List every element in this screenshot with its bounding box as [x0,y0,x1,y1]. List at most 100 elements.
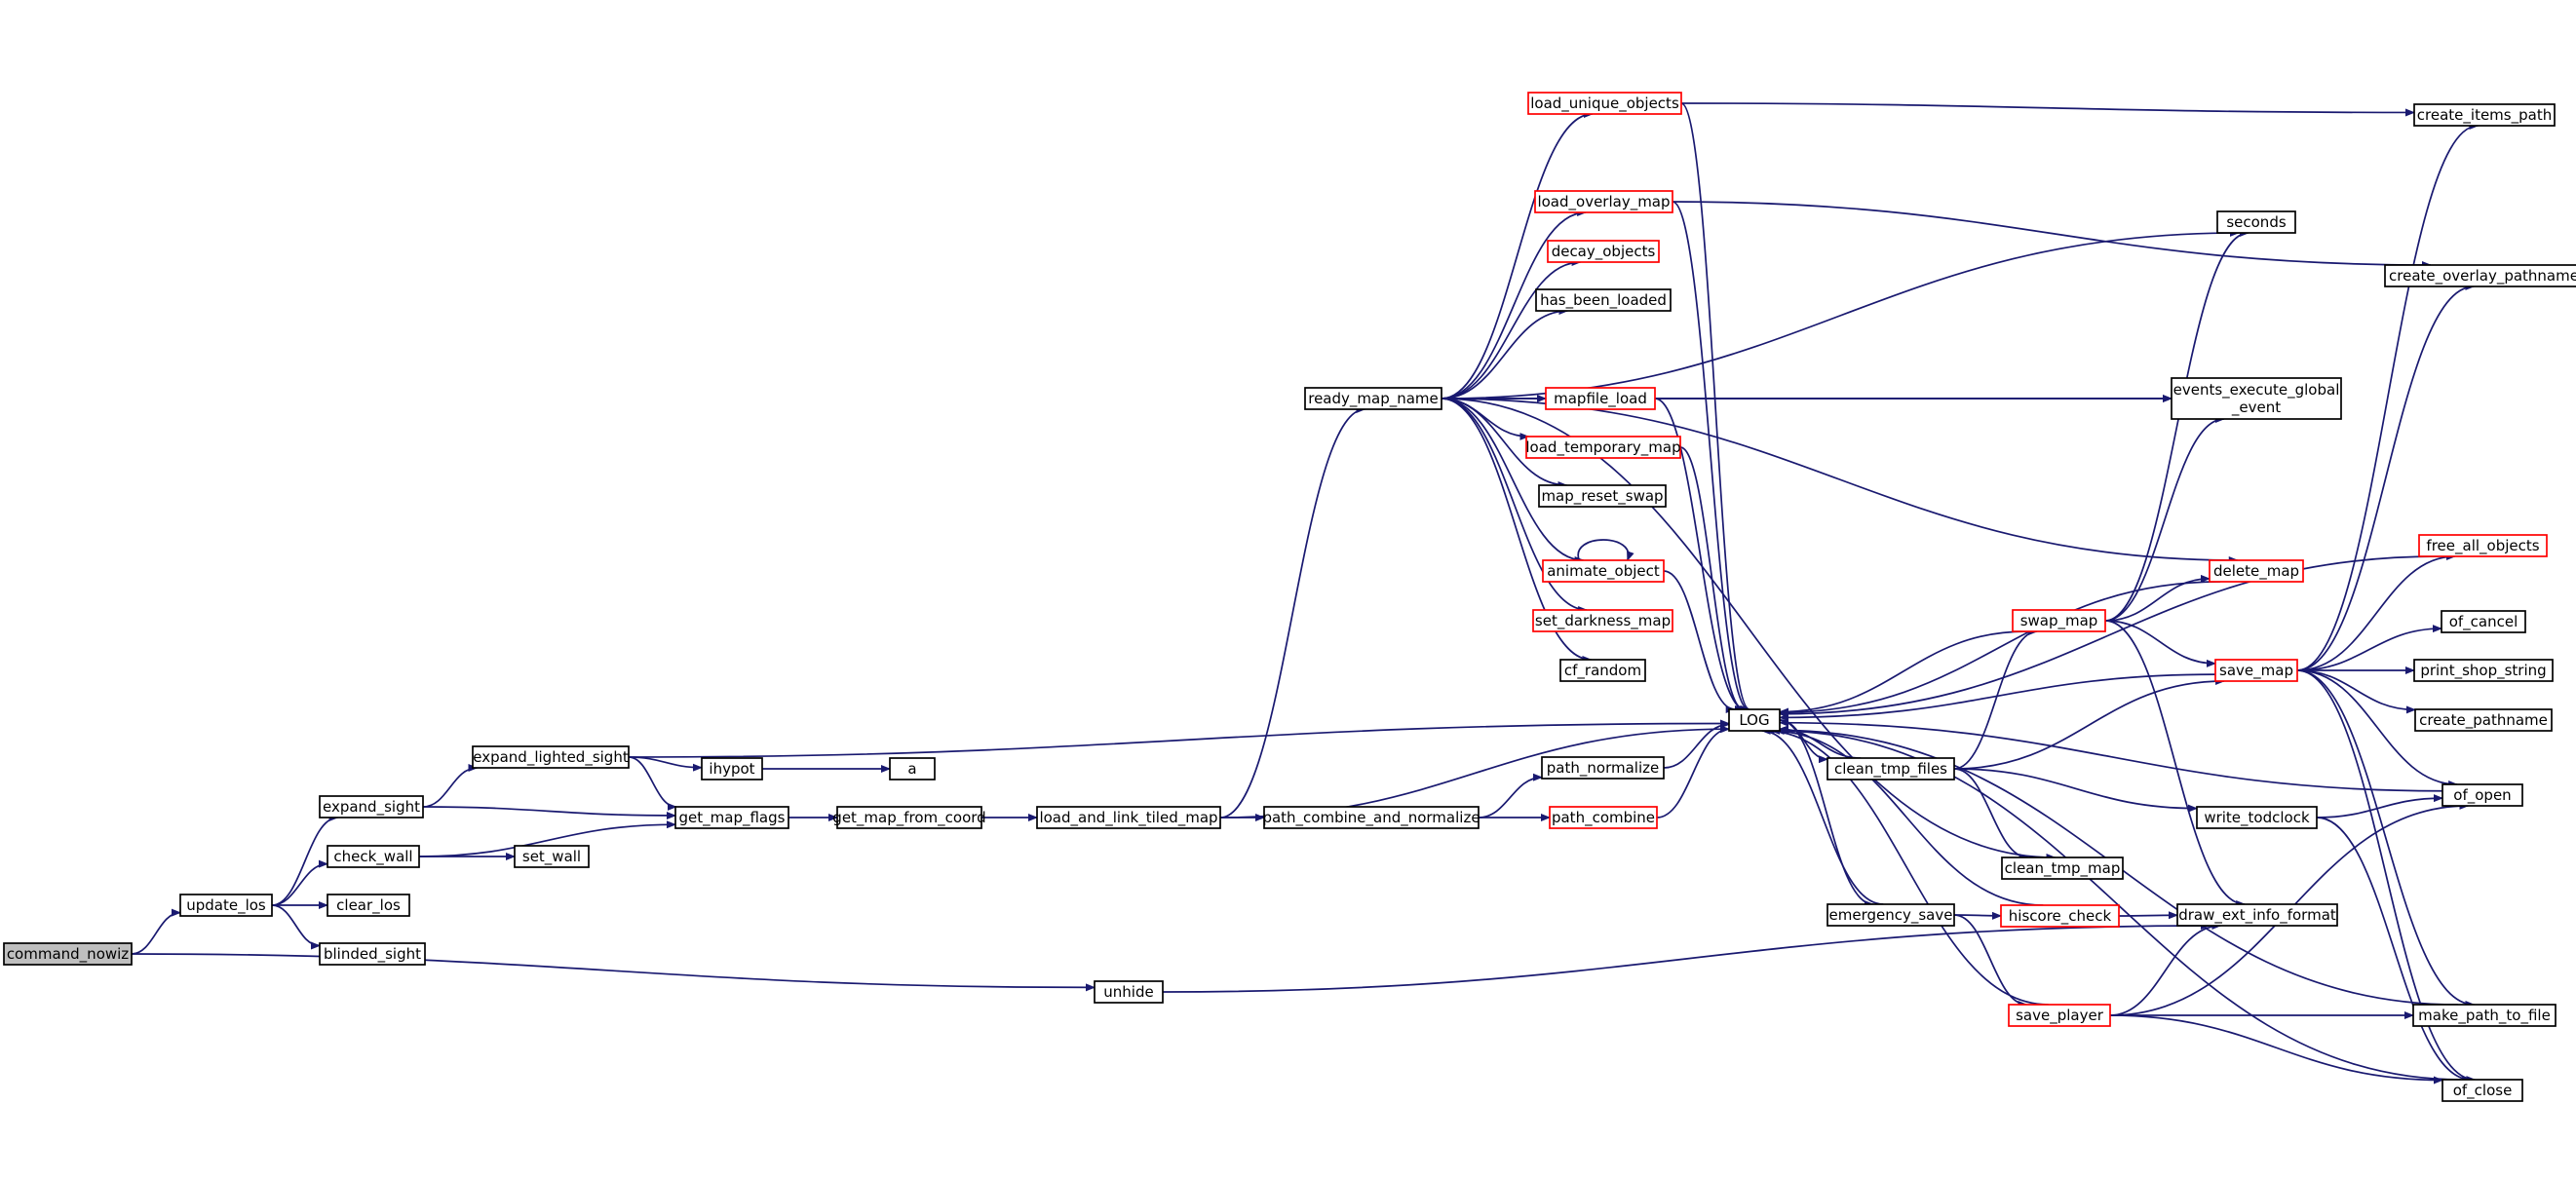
node-make-path-to-file[interactable]: make_path_to_file [2412,1004,2557,1027]
node-path-combine-and-normalize[interactable]: path_combine_and_normalize [1262,806,1480,829]
node-has-been-loaded[interactable]: has_been_loaded [1535,288,1672,312]
node-label: path_normalize [1547,759,1659,778]
edge-expand_sight-to-expand_lighted_sight [422,764,479,808]
node-expand-lighted-sight[interactable]: expand_lighted_sight [472,745,630,769]
node-of-cancel[interactable]: of_cancel [2441,610,2526,633]
node-decay-objects[interactable]: decay_objects [1547,240,1660,263]
node-box [1534,190,1673,213]
node-mapfile-load[interactable]: mapfile_load [1545,387,1656,410]
node-get-map-flags[interactable]: get_map_flags [674,806,789,829]
node-label: load_temporary_map [1525,438,1680,457]
node-a[interactable]: a [889,757,936,780]
node-cf-random[interactable]: cf_random [1559,659,1646,682]
node-check-wall[interactable]: check_wall [327,845,420,868]
node-path-combine[interactable]: path_combine [1549,806,1658,829]
node-command-nowiz[interactable]: command_nowiz [3,942,133,966]
node-map-reset-swap[interactable]: map_reset_swap [1538,484,1667,508]
edge-update_los-to-expand_sight [271,814,339,906]
node-box [2384,264,2576,287]
edge-of_open-to-LOG [1779,718,2443,792]
node-unhide[interactable]: unhide [1094,980,1164,1004]
node-label: path_combine_and_normalize [1262,809,1480,827]
node-box [2413,103,2556,127]
edge-save_map-to-free_all_objects [2296,552,2456,671]
node-free-all-objects[interactable]: free_all_objects [2418,534,2548,557]
node-seconds[interactable]: seconds [2216,210,2296,234]
node-box [1549,806,1658,829]
node-create-pathname[interactable]: create_pathname [2414,708,2553,732]
edge-expand_lighted_sight-to-LOG [628,719,1730,758]
node-ihypot[interactable]: ihypot [701,757,763,780]
node-label: set_wall [522,848,581,866]
node-LOG[interactable]: LOG [1728,708,1781,732]
node-box [1535,288,1672,312]
node-set-wall[interactable]: set_wall [514,845,590,868]
node-load-overlay-map[interactable]: load_overlay_map [1534,190,1673,213]
edge-ready_map_name-to-map_reset_swap [1441,398,1568,489]
node-clear-los[interactable]: clear_los [327,894,410,917]
node-of-close[interactable]: of_close [2441,1079,2523,1102]
edge-save_map-to-of_cancel [2296,625,2442,671]
node-clean-tmp-map[interactable]: clean_tmp_map [2001,856,2124,880]
node-box [319,795,424,818]
node-label: cf_random [1564,662,1641,680]
edge-ready_map_name-to-has_been_loaded [1441,307,1569,400]
node-label: clean_tmp_map [2005,859,2121,878]
node-box [2412,1004,2557,1027]
node-path-normalize[interactable]: path_normalize [1541,756,1665,780]
node-label: unhide [1103,983,1153,1001]
edge-swap_map-to-events_execute_global_event [2104,415,2225,622]
node-label: create_overlay_pathname [2389,267,2576,285]
node-save-player[interactable]: save_player [2008,1004,2111,1027]
node-box [674,806,789,829]
node-set-darkness-map[interactable]: set_darkness_map [1532,609,1673,632]
edge-save_map-to-create_items_path [2296,122,2480,671]
node-clean-tmp-files[interactable]: clean_tmp_files [1826,757,1955,780]
node-animate-object[interactable]: animate_object [1542,559,1665,583]
node-label: draw_ext_info_format [2178,906,2336,925]
node-box [1304,387,1442,410]
node-events-execute-global-event[interactable]: events_execute_global_event [2171,377,2342,420]
edge-load_unique_objects-to-create_items_path [1680,102,2415,117]
node-draw-ext-info-format[interactable]: draw_ext_info_format [2176,903,2338,927]
node-ready-map-name[interactable]: ready_map_name [1304,387,1442,410]
node-box [2441,610,2526,633]
edge-save_map-to-of_close [2296,669,2477,1084]
node-label: command_nowiz [7,945,129,964]
node-delete-map[interactable]: delete_map [2209,559,2304,583]
node-write-todclock[interactable]: write_todclock [2196,806,2318,829]
edge-clean_tmp_files-to-save_map [1953,677,2226,770]
node-label: delete_map [2213,562,2299,581]
node-create-overlay-pathname[interactable]: create_overlay_pathname [2384,264,2576,287]
edge-save_player-to-LOG [1764,727,2049,1006]
node-label: decay_objects [1552,243,1656,261]
node-create-items-path[interactable]: create_items_path [2413,103,2556,127]
node-swap-map[interactable]: swap_map [2012,609,2106,632]
edge-load_unique_objects-to-LOG [1680,102,1751,713]
node-save-map[interactable]: save_map [2214,659,2298,682]
node-of-open[interactable]: of_open [2441,783,2523,807]
node-hiscore-check[interactable]: hiscore_check [2000,904,2120,928]
edge-unhide-to-draw_ext_info_format [1162,922,2211,993]
node-label: emergency_save [1829,906,1953,925]
node-load-temporary-map[interactable]: load_temporary_map [1525,436,1681,459]
node-load-and-link-tiled-map[interactable]: load_and_link_tiled_map [1036,806,1221,829]
edge-ready_map_name-to-load_temporary_map [1441,398,1530,440]
node-label: mapfile_load [1554,390,1647,408]
node-label: has_been_loaded [1540,291,1667,310]
node-label: hiscore_check [2009,907,2112,926]
node-print-shop-string[interactable]: print_shop_string [2413,659,2554,682]
node-blinded-sight[interactable]: blinded_sight [319,942,426,966]
node-box [1542,559,1665,583]
node-emergency-save[interactable]: emergency_save [1826,903,1955,927]
node-box [1036,806,1221,829]
node-update-los[interactable]: update_los [179,894,273,917]
node-expand-sight[interactable]: expand_sight [319,795,424,818]
node-load-unique-objects[interactable]: load_unique_objects [1527,92,1682,115]
edge-check_wall-to-get_map_flags [418,820,676,857]
edge-clean_tmp_files-to-swap_map [1953,628,2039,770]
node-get-map-from-coord[interactable]: get_map_from_coord [832,806,986,829]
edge-expand_lighted_sight-to-get_map_flags [628,756,677,811]
node-box [2441,1079,2523,1102]
